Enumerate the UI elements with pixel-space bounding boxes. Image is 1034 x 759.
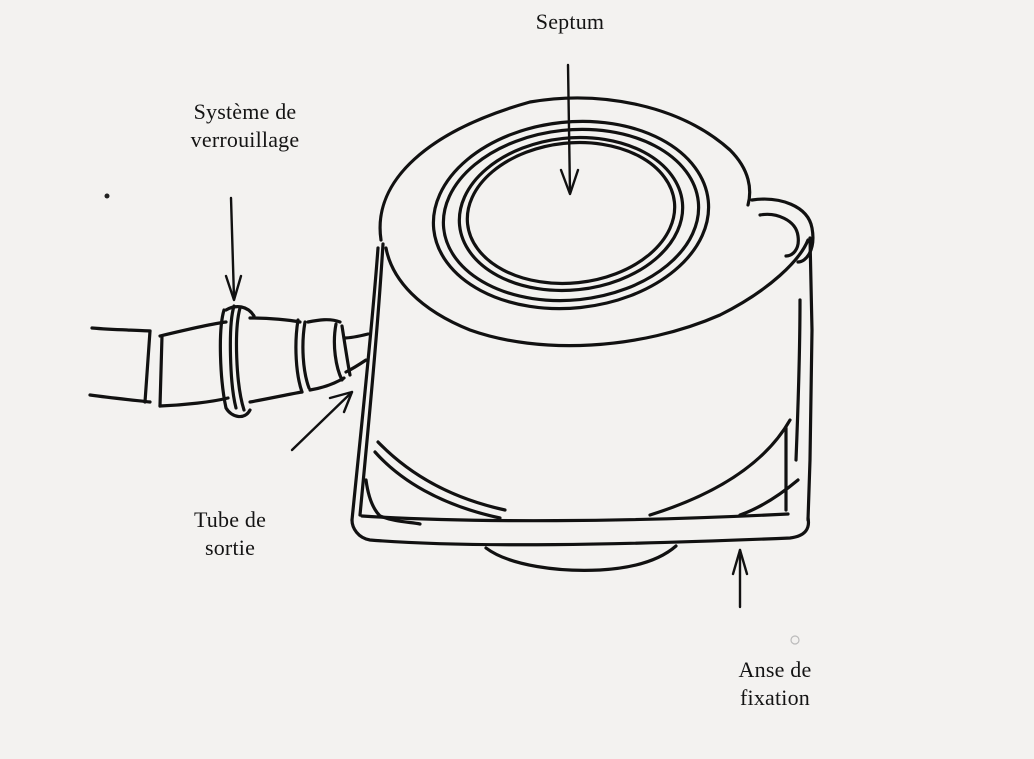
septum-rings [431, 119, 711, 311]
fixation-loop [350, 197, 815, 572]
locking-system-label-line2: verrouillage [190, 127, 300, 152]
catheter-tube [88, 326, 164, 408]
outlet-tube-label-line2: sortie [204, 535, 256, 560]
port-body [350, 96, 814, 522]
arrow-fixation-loop [731, 548, 749, 609]
arrow-outlet-tube [290, 390, 354, 452]
fixation-loop-label: Anse de fixation [715, 656, 835, 712]
outlet-tube-label: Tube de sortie [165, 506, 295, 562]
outlet-tube-label-line1: Tube de [193, 507, 267, 532]
arrow-locking-system [224, 196, 243, 302]
ink-speck [104, 193, 110, 199]
arrow-septum [559, 63, 580, 196]
septum-label: Septum [510, 8, 630, 36]
locking-system-label: Système de verrouillage [155, 98, 335, 154]
fixation-loop-label-line2: fixation [739, 685, 811, 710]
fixation-loop-label-line1: Anse de [738, 657, 812, 682]
locking-system-connector [158, 304, 370, 419]
locking-system-label-line1: Système de [193, 99, 297, 124]
faint-speck [790, 635, 800, 645]
septum-label-text: Septum [535, 9, 605, 34]
